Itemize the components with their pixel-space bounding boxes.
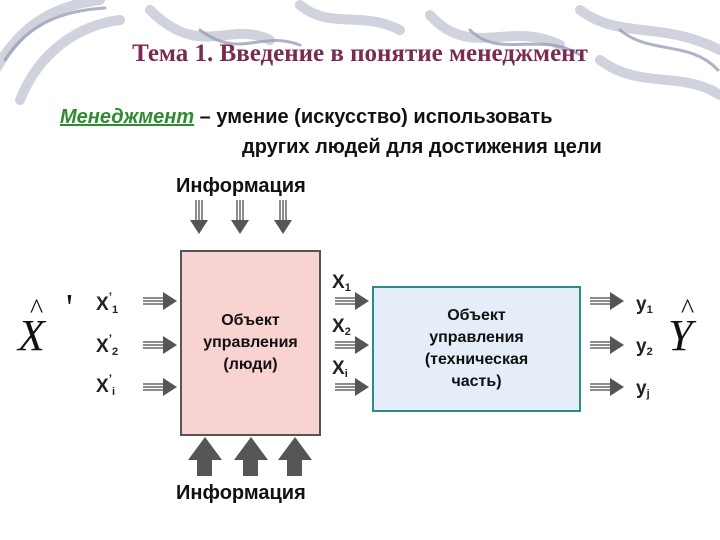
arrow-top-1 <box>189 199 209 235</box>
output-vector-hat: ^ <box>681 294 695 325</box>
arrow-output-1 <box>589 291 625 311</box>
right-box-line-2: управления <box>429 329 524 346</box>
middle-label-1: X1 <box>332 272 351 294</box>
arrow-output-2 <box>589 335 625 355</box>
input-vector-hat: ^ <box>30 294 44 325</box>
arrow-middle-1 <box>334 291 370 311</box>
input-label-2: X’2 <box>96 332 119 358</box>
arrow-middle-2 <box>334 335 370 355</box>
input-vector-prime: ' <box>66 287 73 329</box>
arrow-input-1 <box>142 291 178 311</box>
definition-term: Менеджмент <box>60 106 195 128</box>
output-label-1: y1 <box>636 294 653 316</box>
middle-label-2: X2 <box>332 316 351 338</box>
right-box-line-1: Объект <box>447 307 506 324</box>
control-object-people-box: Объект управления (люди) <box>180 250 321 436</box>
output-vector-symbol: Y ^ <box>664 294 714 370</box>
input-vector-letter: X <box>18 311 45 360</box>
left-box-text: Объект управления (люди) <box>203 310 298 376</box>
definition-line-1: Менеджмент – умение (искусство) использо… <box>60 106 553 129</box>
left-box-line-1: Объект <box>221 312 280 329</box>
arrow-middle-3 <box>334 377 370 397</box>
input-label-i: X’i <box>96 372 116 398</box>
definition-line-2: других людей для достижения цели <box>242 136 602 158</box>
output-label-2: y2 <box>636 336 653 358</box>
middle-label-i: Xi <box>332 358 348 380</box>
arrow-bottom-2 <box>234 437 268 476</box>
arrow-input-2 <box>142 335 178 355</box>
arrow-top-2 <box>230 199 250 235</box>
input-vector-symbol: X ^ ' <box>10 287 90 370</box>
output-vector-letter: Y <box>668 311 693 360</box>
output-label-j: yj <box>636 378 650 400</box>
left-box-line-2: управления <box>203 334 298 351</box>
arrow-top-3 <box>273 199 293 235</box>
right-box-line-4: часть) <box>451 373 502 390</box>
arrow-bottom-1 <box>188 437 222 476</box>
arrow-bottom-3 <box>278 437 312 476</box>
right-box-text: Объект управления (техническая часть) <box>425 305 528 393</box>
info-top-label: Информация <box>176 175 306 197</box>
definition-text: – умение (искусство) использовать <box>194 106 553 128</box>
input-label-1: X’1 <box>96 290 119 316</box>
info-bottom-label: Информация <box>176 482 306 504</box>
left-box-line-3: (люди) <box>223 356 278 373</box>
right-box-line-3: (техническая <box>424 351 529 368</box>
arrow-input-3 <box>142 377 178 397</box>
arrow-output-3 <box>589 377 625 397</box>
control-object-technical-box: Объект управления (техническая часть) <box>372 286 581 412</box>
page-title: Тема 1. Введение в понятие менеджмент <box>132 40 588 67</box>
